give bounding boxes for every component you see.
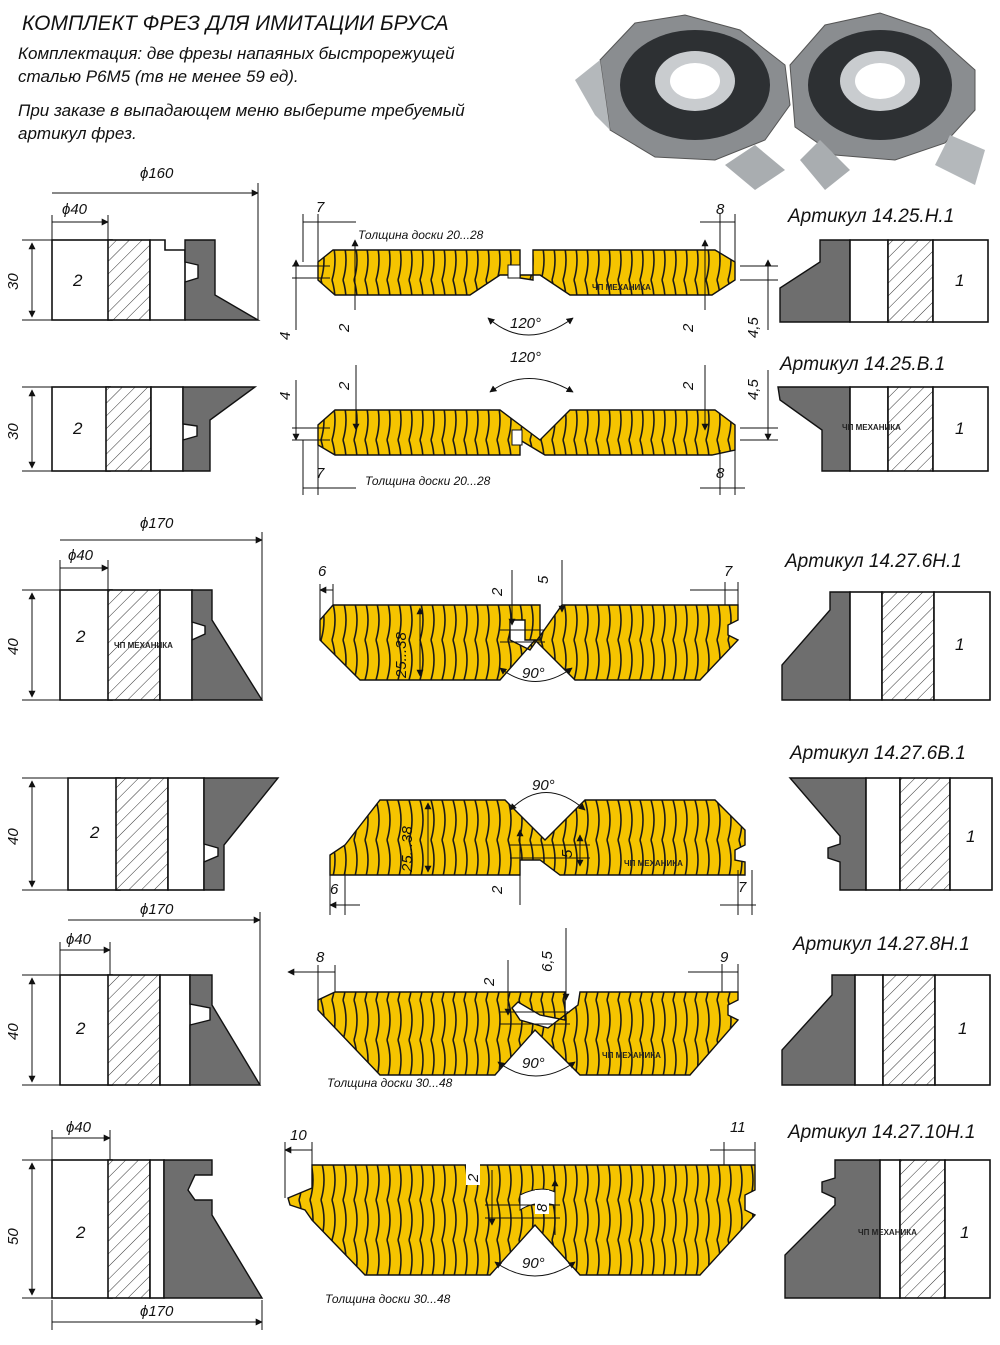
dim-2: 2 <box>336 323 353 333</box>
article-label-4: Артикул 14.27.6В.1 <box>790 743 966 764</box>
dim-2-row6: 2 <box>465 1173 482 1183</box>
dim-bore-40-row3: ϕ40 <box>68 547 94 564</box>
dim-height-40-row4: 40 <box>5 828 22 845</box>
watermark-row5: ЧП МЕХАНИКА <box>602 1051 661 1060</box>
cutter-number-2-row3: 2 <box>75 627 86 646</box>
dim-8-row6: 8 <box>534 1203 551 1212</box>
dim-6-5: 6,5 <box>539 950 556 972</box>
row-14-27-6v-1: 40 2 25...38 ЧП МЕХАНИКА 2 5 6 7 90° <box>5 777 993 915</box>
dim-angle-90: 90° <box>522 665 545 682</box>
board-thickness-note-3: Толщина доски 30...48 <box>327 1076 453 1090</box>
board-thickness-note-1: Толщина доски 20...28 <box>358 228 484 242</box>
dim-5-row4: 5 <box>559 849 576 858</box>
cutter-number-1-row3: 1 <box>955 635 964 654</box>
cutter-number-2: 2 <box>72 271 83 290</box>
dim-angle-90-row5: 90° <box>522 1055 545 1072</box>
row-14-27-8n-1: ϕ170 ϕ40 40 2 ЧП МЕХАНИКА 8 9 2 <box>5 901 991 1086</box>
dim-6-row4: 6 <box>330 881 339 898</box>
dim-2-row5: 2 <box>481 977 498 987</box>
cutter-photo <box>575 12 985 190</box>
watermark-row6: ЧП МЕХАНИКА <box>858 1228 917 1237</box>
order-note-line-1: При заказе в выпадающем меню выберите тр… <box>18 101 465 120</box>
dim-angle-120: 120° <box>510 315 541 332</box>
dim-4: 4 <box>277 332 294 340</box>
dim-height-30: 30 <box>5 273 22 290</box>
cutter-number-2-row5: 2 <box>75 1019 86 1038</box>
watermark-row4: ЧП МЕХАНИКА <box>624 859 683 868</box>
watermark-row3: ЧП МЕХАНИКА <box>114 641 173 650</box>
dim-4-row2: 4 <box>277 392 294 400</box>
board-profile <box>317 249 736 296</box>
row-14-27-10n-1: ϕ40 50 2 ϕ170 10 11 2 <box>5 1119 991 1330</box>
cutter-number-1-row5: 1 <box>958 1019 967 1038</box>
dim-bore-40-row6: ϕ40 <box>66 1119 92 1136</box>
cutter-number-1-row2: 1 <box>955 419 964 438</box>
dim-angle-120-row2: 120° <box>510 349 541 366</box>
article-label-3: Артикул 14.27.6Н.1 <box>785 551 962 572</box>
dim-8-row5: 8 <box>316 949 325 966</box>
dim-diameter-170-row5: ϕ170 <box>140 901 174 918</box>
dim-height-50: 50 <box>5 1228 22 1245</box>
watermark-row2: ЧП МЕХАНИКА <box>842 423 901 432</box>
dim-diameter-160: ϕ160 <box>140 165 174 182</box>
dim-8: 8 <box>716 201 725 218</box>
dim-diameter-170: ϕ170 <box>140 515 174 532</box>
dim-6: 6 <box>318 563 327 580</box>
dim-11: 11 <box>730 1119 746 1136</box>
cutter-number-2-row2: 2 <box>72 419 83 438</box>
dim-7: 7 <box>316 199 325 216</box>
dim-height-40: 40 <box>5 638 22 655</box>
dim-7-row2: 7 <box>316 465 325 482</box>
dim-2-row4: 2 <box>489 885 506 895</box>
dim-2-row2: 2 <box>336 381 353 391</box>
dim-bore-40: ϕ40 <box>62 201 88 218</box>
row-14-27-6n-1: ϕ170 ϕ40 40 2 ЧП МЕХАНИКА 25...38 6 7 2 … <box>5 515 991 701</box>
row-14-25-n-1: ϕ160 ϕ40 30 2 ЧП МЕХАНИКА 4 7 2 8 2 <box>5 165 989 340</box>
cutter-number-1: 1 <box>955 271 964 290</box>
order-note-line-2: артикул фрез. <box>18 124 137 143</box>
page-title: КОМПЛЕКТ ФРЕЗ ДЛЯ ИМИТАЦИИ БРУСА <box>22 12 449 35</box>
article-label-6: Артикул 14.27.10Н.1 <box>788 1122 976 1143</box>
article-label-1: Артикул 14.25.Н.1 <box>788 206 955 227</box>
cutter-number-2-row4: 2 <box>89 823 100 842</box>
article-label-5: Артикул 14.27.8Н.1 <box>793 934 970 955</box>
dim-7-row4: 7 <box>738 879 747 896</box>
dim-9: 9 <box>720 949 729 966</box>
dim-7-row3: 7 <box>724 563 733 580</box>
watermark: ЧП МЕХАНИКА <box>592 283 651 292</box>
board-thickness-note-2: Толщина доски 20...28 <box>365 474 491 488</box>
dim-4-5: 4,5 <box>745 316 762 338</box>
cutter-number-2-row6: 2 <box>75 1223 86 1242</box>
right-cutter-section <box>779 239 989 323</box>
board-thickness-note-4: Толщина доски 30...48 <box>325 1292 451 1306</box>
dim-2-right: 2 <box>680 323 697 333</box>
dim-8-row2: 8 <box>716 465 725 482</box>
dim-4-5-row2: 4,5 <box>745 378 762 400</box>
kit-description-line-1: Комплектация: две фрезы напаяных быстрор… <box>18 44 455 63</box>
cutter-number-1-row6: 1 <box>960 1223 969 1242</box>
dim-diameter-170-row6: ϕ170 <box>140 1303 174 1320</box>
dim-2-row3: 2 <box>489 587 506 597</box>
dim-angle-90-row6: 90° <box>522 1255 545 1272</box>
dim-range-25-38-row4: 25...38 <box>399 825 416 873</box>
left-cutter-section <box>22 183 261 321</box>
cutter-number-1-row4: 1 <box>966 827 975 846</box>
dim-angle-90-row4: 90° <box>532 777 555 794</box>
dim-10: 10 <box>290 1127 307 1144</box>
kit-description-line-2: сталью Р6М5 (тв не менее 59 ед). <box>18 67 299 86</box>
dim-range-25-38: 25...38 <box>393 631 410 679</box>
article-label-2: Артикул 14.25.В.1 <box>780 354 946 375</box>
dim-5: 5 <box>535 575 552 584</box>
dim-height-40-row5: 40 <box>5 1023 22 1040</box>
dim-2-right-row2: 2 <box>680 381 697 391</box>
dim-bore-40-row5: ϕ40 <box>66 931 92 948</box>
dim-height-30-row2: 30 <box>5 423 22 440</box>
row-14-25-v-1: 30 2 4 2 7 2 8 4,5 120° <box>5 349 989 495</box>
